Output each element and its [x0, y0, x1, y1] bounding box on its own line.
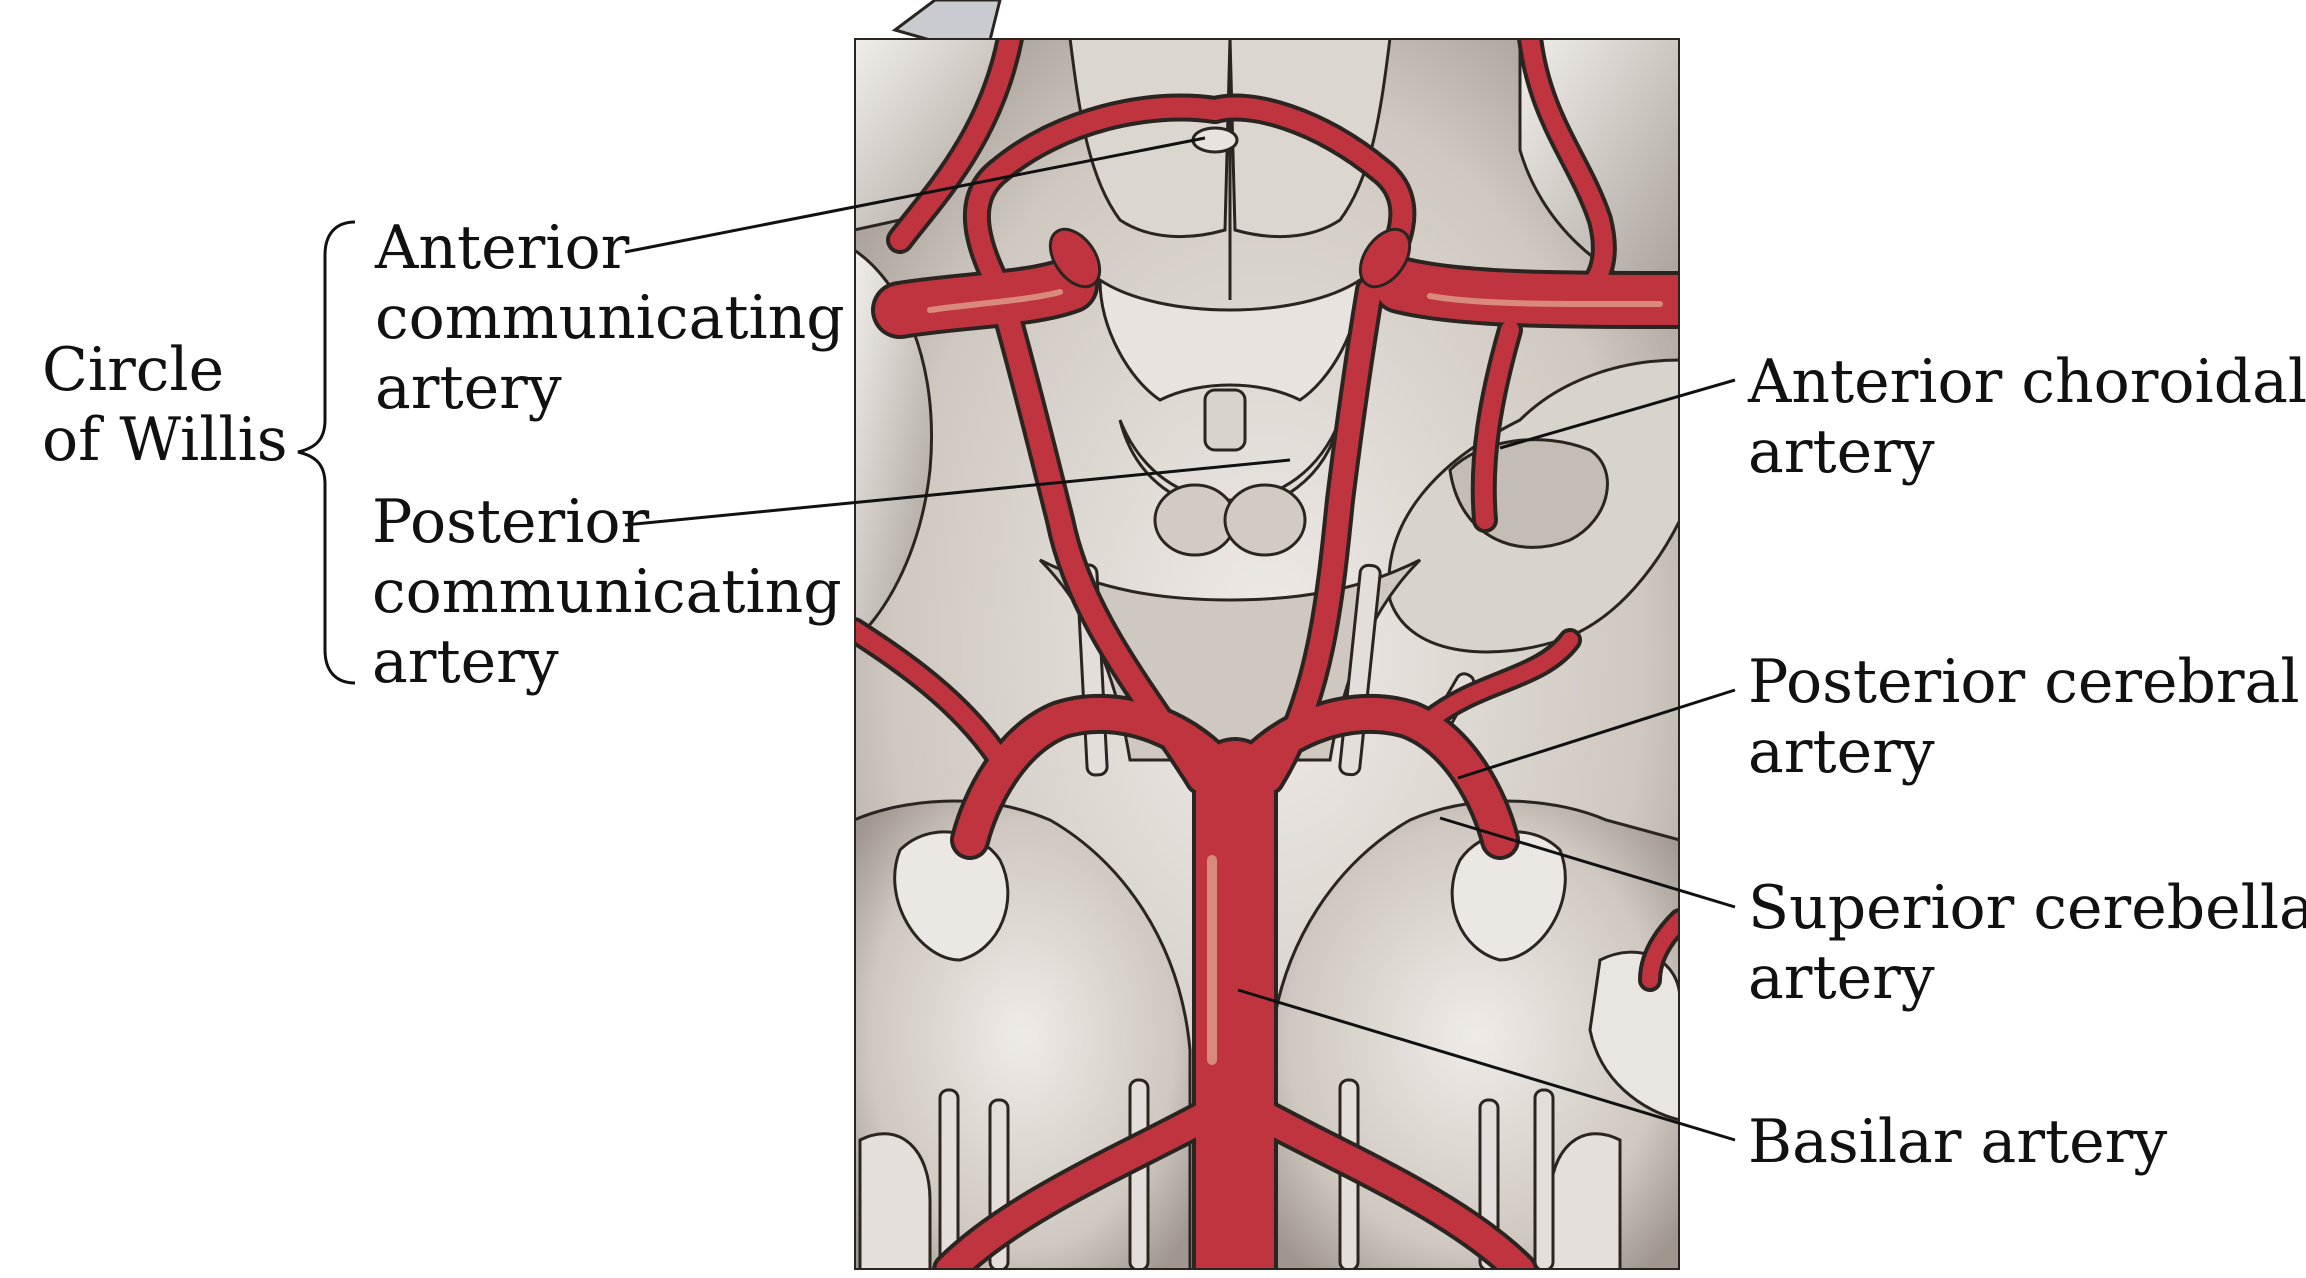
leader-posterior-cerebral: [1457, 688, 1736, 780]
circle-of-willis-bracket: [297, 220, 356, 685]
labels: Circle of Willis Anterior communicating …: [42, 213, 2306, 1177]
label-anterior-choroidal-line2: artery: [1748, 417, 1935, 487]
label-anterior-choroidal-line1: Anterior choroidal: [1747, 347, 2306, 417]
brain-illustration-panel: [854, 38, 1680, 1270]
leader-basilar: [1237, 988, 1736, 1142]
label-posterior-communicating-line2: communicating: [372, 557, 842, 627]
arteries: [854, 38, 1680, 1270]
label-posterior-communicating-line3: artery: [372, 627, 559, 697]
leader-anterior-choroidal: [1499, 378, 1736, 450]
label-superior-cerebellar-line2: artery: [1748, 943, 1935, 1013]
label-circle-of-willis-line1: Circle: [42, 335, 224, 405]
leader-lines: [624, 136, 1736, 1142]
label-posterior-cerebral-line1: Posterior cerebral: [1748, 647, 2300, 717]
label-posterior-communicating-line1: Posterior: [372, 487, 649, 557]
leader-superior-cerebellar: [1439, 816, 1736, 909]
label-superior-cerebellar-line1: Superior cerebellar: [1748, 873, 2306, 943]
brain-tissue: [854, 38, 1680, 1270]
label-basilar-artery: Basilar artery: [1748, 1107, 2167, 1177]
label-anterior-communicating-line1: Anterior: [374, 213, 630, 283]
label-anterior-communicating-line3: artery: [375, 353, 562, 423]
label-anterior-communicating-line2: communicating: [375, 283, 845, 353]
leader-anterior-communicating: [624, 136, 1206, 254]
label-posterior-cerebral-line2: artery: [1748, 717, 1935, 787]
leader-posterior-communicating: [624, 458, 1291, 527]
pointer-arrow-icon: [891, 0, 1002, 42]
label-circle-of-willis-line2: of Willis: [42, 405, 288, 475]
